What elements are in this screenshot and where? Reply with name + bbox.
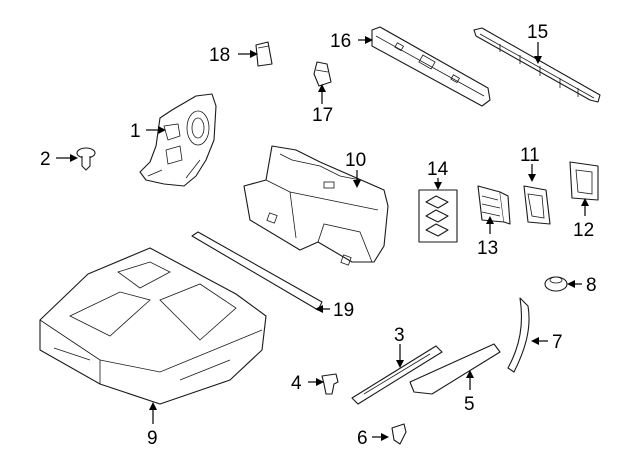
part-14-pads xyxy=(418,189,458,243)
callout-labels: 18 16 15 17 1 2 10 11 12 14 13 8 19 7 3 … xyxy=(40,22,597,449)
part-5-sill-trim xyxy=(409,343,501,395)
callout-15: 15 xyxy=(527,22,548,43)
callout-19: 19 xyxy=(333,300,354,321)
callout-16: 16 xyxy=(330,31,351,52)
callout-8: 8 xyxy=(586,275,597,296)
part-12-frame xyxy=(569,161,599,201)
part-9-carpet xyxy=(39,247,267,405)
part-18-clip xyxy=(255,41,273,67)
callout-14: 14 xyxy=(427,159,449,180)
callout-12: 12 xyxy=(573,220,594,241)
part-3-sill xyxy=(351,345,443,405)
callout-9: 9 xyxy=(147,428,158,449)
callout-5: 5 xyxy=(464,394,475,415)
part-6-clip xyxy=(391,423,407,445)
callout-13: 13 xyxy=(477,238,498,259)
callout-1: 1 xyxy=(130,121,141,142)
part-1-quarter-trim xyxy=(139,93,217,187)
part-15-rail xyxy=(473,27,601,103)
part-7-molding xyxy=(507,297,530,373)
callout-4: 4 xyxy=(291,373,302,394)
part-10-trunk-panel xyxy=(243,145,389,266)
callout-6: 6 xyxy=(357,428,368,449)
part-17-clip xyxy=(313,61,332,87)
part-19-strip xyxy=(191,231,323,311)
callout-17: 17 xyxy=(312,105,333,126)
callout-11: 11 xyxy=(520,145,540,166)
part-11-frame xyxy=(523,185,551,225)
part-2-push-pin xyxy=(76,147,96,171)
callout-10: 10 xyxy=(345,150,366,171)
callout-3: 3 xyxy=(394,325,405,346)
part-16-rear-trim xyxy=(371,26,491,107)
part-13-vent xyxy=(477,185,511,225)
callout-2: 2 xyxy=(40,149,51,170)
callout-18: 18 xyxy=(209,45,230,66)
part-8-bumper xyxy=(544,276,568,292)
leader-lines xyxy=(56,36,589,441)
part-4-clip xyxy=(321,373,339,395)
callout-7: 7 xyxy=(552,332,563,353)
